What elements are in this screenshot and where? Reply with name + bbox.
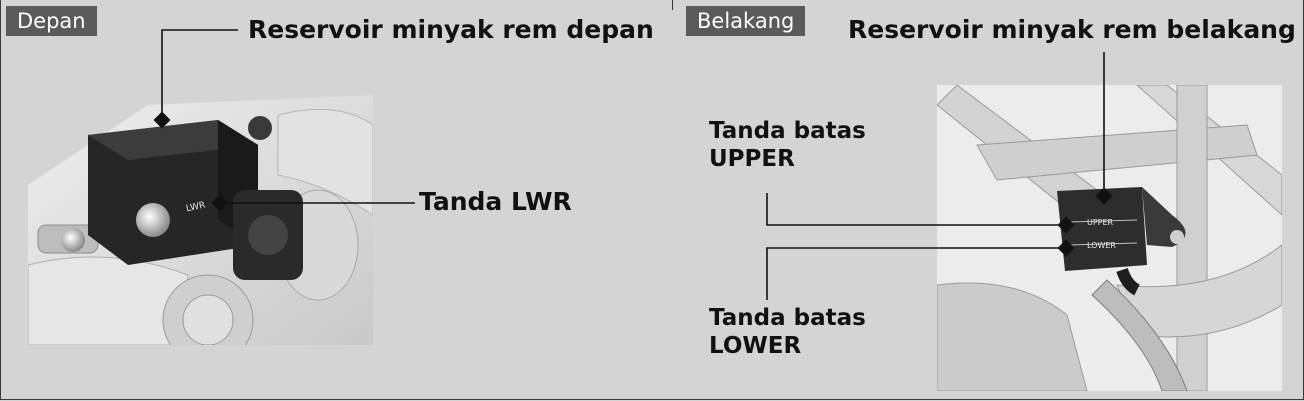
- rear-lower-label-line2: LOWER: [709, 333, 802, 359]
- rear-upper-label-line2: UPPER: [709, 146, 795, 172]
- rear-lower-leader: [766, 247, 1066, 300]
- rear-lower-engraving: LOWER: [1087, 241, 1116, 250]
- front-reservoir-label: Reservoir minyak rem depan: [248, 15, 654, 44]
- rear-lower-label-line1: Tanda batas: [709, 305, 866, 331]
- rear-upper-leader: [766, 193, 1066, 226]
- front-reservoir-illustration: LWR: [28, 95, 373, 345]
- front-reservoir-leader: [161, 29, 238, 120]
- front-lwr-marker: [211, 194, 229, 212]
- front-lwr-label: Tanda LWR: [419, 187, 572, 216]
- rear-reservoir-marker: [1095, 187, 1113, 205]
- rear-reservoir-label: Reservoir minyak rem belakang: [848, 15, 1296, 44]
- front-lwr-engraving: LWR: [185, 201, 206, 215]
- front-panel-tag: Depan: [6, 6, 97, 36]
- panel-divider: [672, 0, 673, 10]
- rear-upper-label-line1: Tanda batas: [709, 118, 866, 144]
- rear-panel-tag: Belakang: [686, 6, 806, 36]
- rear-upper-marker: [1057, 216, 1075, 234]
- rear-upper-engraving: UPPER: [1087, 218, 1114, 227]
- rear-reservoir-illustration: UPPER LOWER: [937, 85, 1282, 391]
- rear-lower-marker: [1057, 239, 1075, 257]
- front-reservoir-marker: [153, 111, 171, 129]
